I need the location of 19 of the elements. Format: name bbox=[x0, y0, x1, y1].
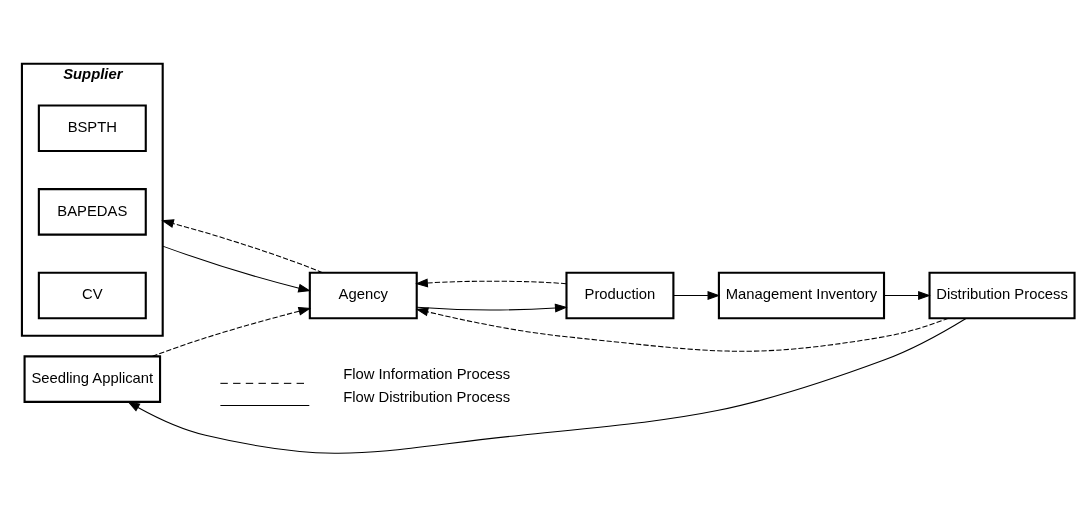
node-box: Distribution Process bbox=[928, 271, 1076, 319]
node-box: CV bbox=[37, 271, 147, 319]
node-box: Production bbox=[565, 271, 675, 319]
arrow bbox=[161, 218, 324, 273]
node-box: Seedling Applicant bbox=[23, 354, 162, 403]
node-box: BSPTH bbox=[37, 103, 147, 152]
node-box: Management Inventory bbox=[717, 271, 886, 319]
legend-label: Flow Information Process bbox=[343, 365, 511, 382]
arrow bbox=[416, 303, 568, 313]
arrow bbox=[162, 245, 311, 292]
legend-label: Flow Distribution Process bbox=[343, 388, 511, 405]
arrow bbox=[127, 317, 967, 454]
arrow bbox=[883, 290, 931, 300]
arrow bbox=[673, 290, 721, 300]
arrow bbox=[415, 278, 567, 287]
arrow bbox=[151, 306, 312, 357]
node-box: BAPEDAS bbox=[37, 187, 147, 236]
arrow bbox=[415, 307, 949, 352]
node-box: Agency bbox=[308, 271, 418, 319]
